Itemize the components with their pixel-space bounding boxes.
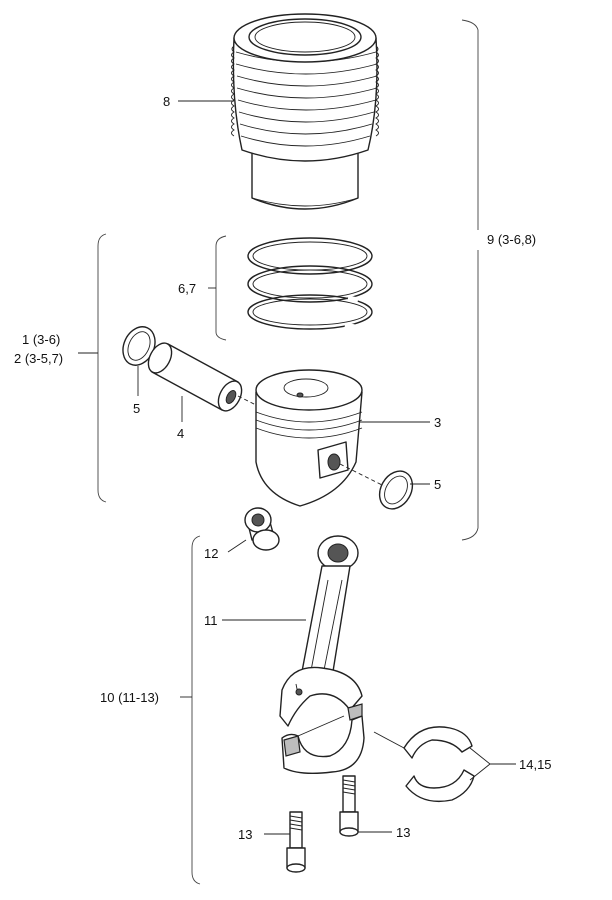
callout-circlip-left: 5 xyxy=(133,401,140,416)
callout-pin: 4 xyxy=(177,426,184,441)
rod-cap xyxy=(281,703,365,775)
callout-bearings: 14,15 xyxy=(519,757,552,772)
callout-rod: 11 xyxy=(204,613,218,628)
bearing-shells xyxy=(403,726,475,803)
callout-rings: 6,7 xyxy=(178,281,196,296)
callout-circlip-right: 5 xyxy=(434,477,441,492)
circlip-right xyxy=(378,470,414,510)
cylinder xyxy=(231,13,379,210)
callout-piston-kit-b: 2 (3-5,7) xyxy=(14,351,63,366)
callout-cylinder: 8 xyxy=(163,94,170,109)
piston-rings xyxy=(247,237,373,330)
small-end-bushing xyxy=(244,507,280,551)
callout-cylinder-kit: 9 (3-6,8) xyxy=(487,232,536,247)
callout-rod-kit: 10 (11-13) xyxy=(100,690,159,705)
callout-bolt-right: 13 xyxy=(396,825,410,840)
brackets xyxy=(97,19,479,885)
callout-bolt-left: 13 xyxy=(238,827,252,842)
callout-bushing: 12 xyxy=(204,546,218,561)
piston-pin xyxy=(147,342,243,412)
callout-piston: 3 xyxy=(434,415,441,430)
piston xyxy=(237,369,385,507)
leader-lines xyxy=(78,100,516,835)
connecting-rod xyxy=(279,535,363,727)
rod-bolt-left xyxy=(286,811,306,873)
callout-piston-kit-a: 1 (3-6) xyxy=(22,332,60,347)
rod-bolt-right xyxy=(339,775,359,837)
